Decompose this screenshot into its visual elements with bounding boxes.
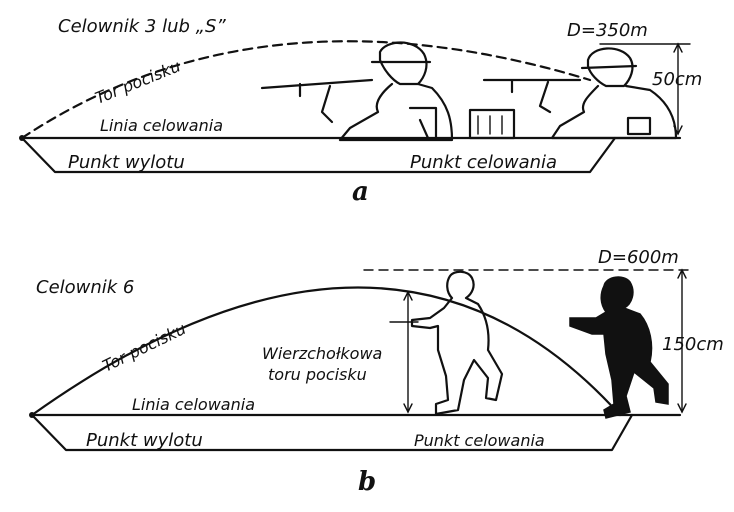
panel-b-trajectory-label: Tor pocisku [99, 319, 188, 376]
panel-a-height-label: 50cm [652, 69, 702, 90]
hatched-soldier-icon [389, 270, 504, 416]
panel-a-distance: D=350m [567, 20, 648, 41]
panel-b-bracket [30, 413, 634, 452]
panel-b-height-arrows [677, 268, 687, 414]
panel-b-height-label: 150cm [662, 334, 724, 355]
panel-a-trajectory [20, 40, 592, 140]
panel-b-apex-arrows [403, 290, 413, 414]
panel-b-apex-label-1: Wierzchołkowa [262, 344, 382, 363]
panel-b-trajectory [30, 286, 622, 417]
panel-b: Celownik 6 D=600m Tor pocisku Wierzchołk… [29, 247, 724, 497]
panel-a: Celownik 3 lub „S” D=350m Tor pocisku Li… [19, 16, 702, 207]
panel-a-trajectory-label: Tor pocisku [92, 56, 183, 107]
panel-a-aim-point-label: Punkt celowania [410, 152, 557, 173]
panel-b-sight-title: Celownik 6 [36, 277, 134, 298]
panel-b-apex-label-2: toru pocisku [268, 365, 367, 384]
panel-b-muzzle-label: Punkt wylotu [86, 430, 203, 451]
panel-a-letter: a [352, 177, 369, 207]
panel-b-line-of-sight-label: Linia celowania [132, 395, 255, 414]
panel-b-aim-point-label: Punkt celowania [414, 431, 545, 450]
prone-soldier-1-icon [260, 41, 516, 142]
panel-b-letter: b [358, 467, 376, 497]
panel-a-sight-title: Celownik 3 lub „S” [58, 16, 226, 37]
panel-a-muzzle-label: Punkt wylotu [68, 152, 185, 173]
panel-a-line-of-sight-label: Linia celowania [100, 116, 223, 135]
panel-a-bracket [20, 136, 617, 174]
panel-b-distance: D=600m [598, 247, 679, 268]
prone-soldier-2-icon [482, 47, 678, 140]
target-soldier-icon [569, 276, 669, 419]
